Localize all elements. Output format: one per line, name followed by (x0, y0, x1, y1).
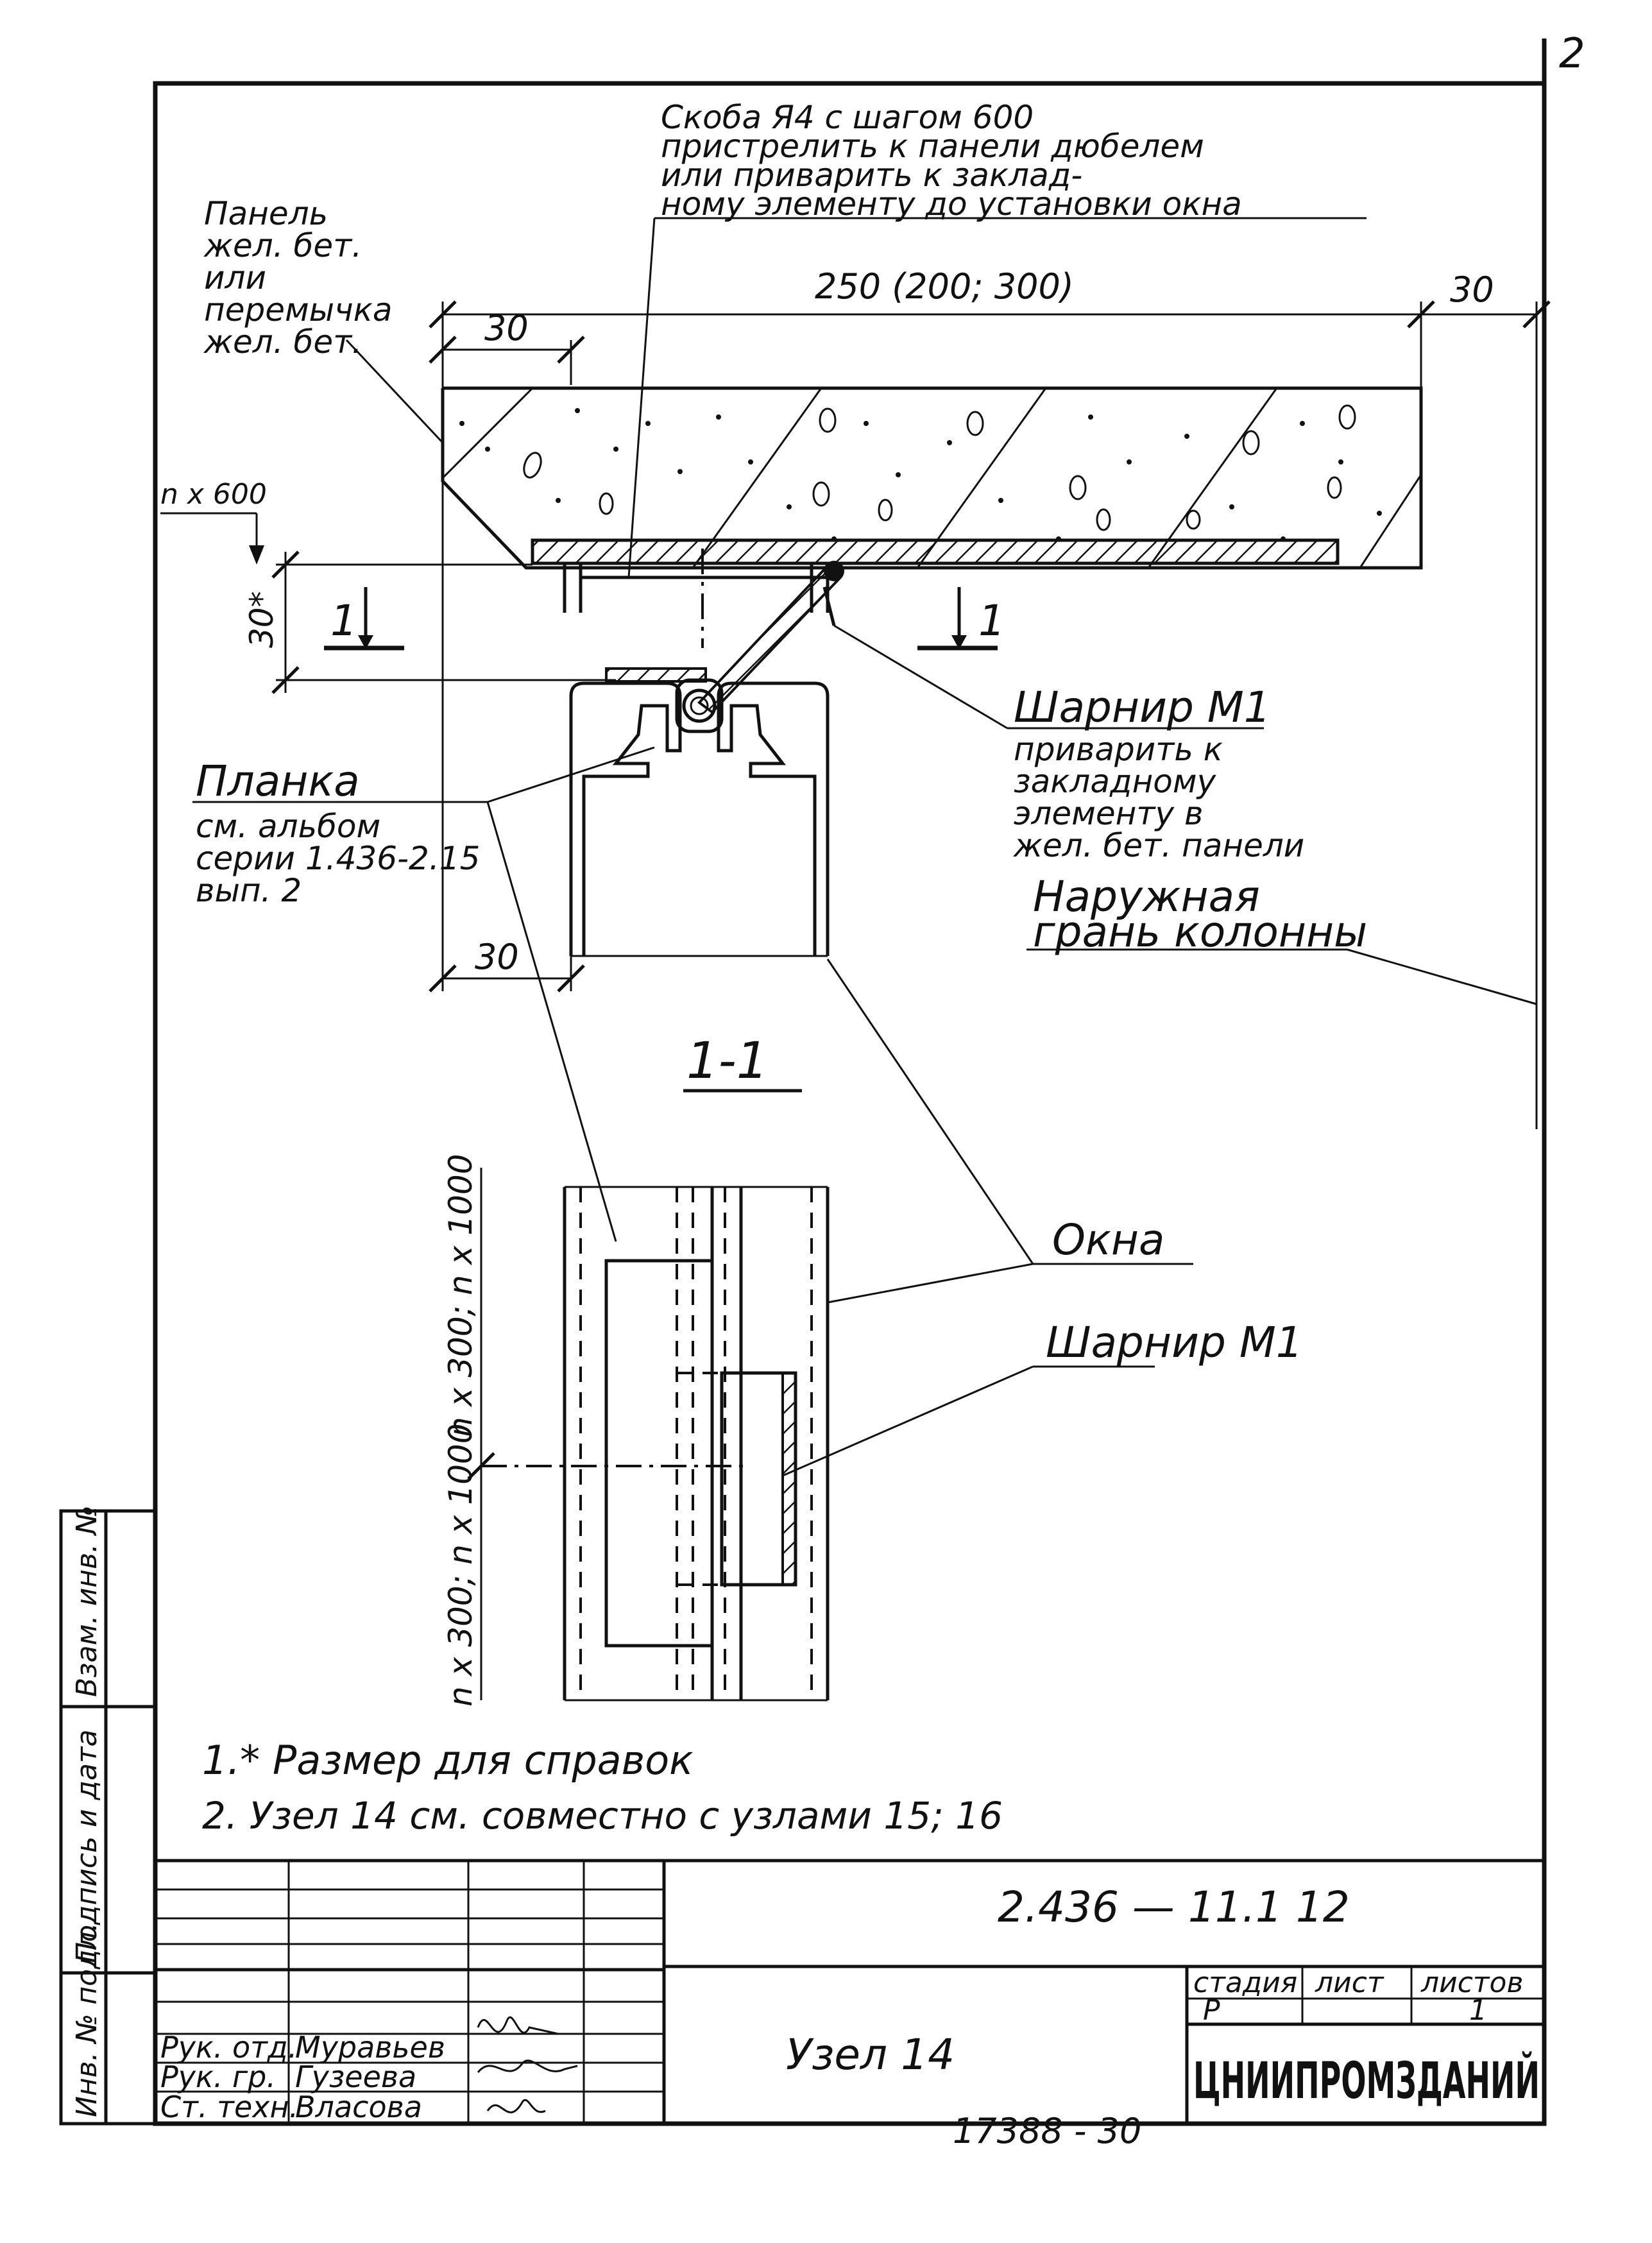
dim-right-30: 30 (1450, 269, 1494, 310)
hinge-note: приварить к закладному элементу в жел. б… (1013, 731, 1304, 864)
value-stage: Р (1203, 1994, 1220, 2027)
panel-label-line-1: Панель (204, 195, 328, 232)
side-stamp-inv: Инв. № подл. (71, 1922, 103, 2117)
signature-marks (477, 2016, 578, 2113)
dim-left-bottom-30: 30 (475, 937, 519, 977)
header-sheet: лист (1315, 1966, 1384, 1999)
panel-label: Панель жел. бет. или перемычка жел. бет. (203, 195, 402, 361)
hinge-top-label: Шарнир М1 (1014, 683, 1271, 732)
dim-width-main: 250 (200; 300) (815, 266, 1074, 307)
hinge-note-line-2: закладному (1014, 763, 1217, 800)
title-block (155, 1859, 1544, 2124)
column-face-line-1: Наружная (1033, 872, 1260, 921)
side-stamp-sign: Подпись и дата (71, 1730, 103, 1963)
side-stamp-replace: Взам. инв. № (71, 1505, 103, 1697)
staff-role-2: Рук. гр. (160, 2060, 276, 2094)
cut-mark-right: 1 (978, 596, 1005, 645)
window-plan-view (467, 1168, 830, 1701)
drawing-title: Узел 14 (786, 2030, 955, 2079)
staff-name-2: Гузеева (295, 2060, 416, 2094)
hinge-note-line-1: приварить к (1014, 731, 1223, 768)
value-sheets: 1 (1469, 1994, 1487, 2027)
dim-vert-upper: n x 300; n x 1000 (442, 1154, 479, 1437)
bracket-note-line-2: пристрелить к панели дюбелем (661, 128, 1204, 165)
section-label: 1-1 (686, 1032, 768, 1090)
dim-vert-lower: n x 300; n x 1000 (442, 1423, 479, 1707)
header-sheets: листов (1420, 1966, 1523, 1999)
hinge-note-line-3: элементу в (1014, 795, 1203, 832)
bracket (563, 561, 830, 613)
org-name: ЦНИИПРОМЗДАНИЙ (1193, 2051, 1540, 2110)
column-face-line-2: грань колонны (1033, 907, 1367, 957)
column-face-label: Наружная грань колонны (1033, 872, 1367, 957)
panel-label-line-2: жел. бет. (203, 227, 362, 264)
embedded-plate (531, 538, 1340, 565)
window-profile (569, 667, 830, 956)
staff-role-3: Ст. техн. (160, 2090, 298, 2124)
hinge-note-line-4: жел. бет. панели (1013, 827, 1304, 864)
plank-note-line-1: см. альбом (196, 808, 380, 845)
plank-note-line-3: вып. 2 (196, 872, 302, 909)
section-cut-marks (324, 587, 998, 651)
note-1: 1.* Размер для справок (202, 1737, 694, 1784)
panel-label-line-4: перемычка (204, 291, 393, 328)
staff-name-1: Муравьев (295, 2030, 445, 2065)
dimension-lines (160, 300, 1551, 1129)
plank-note-line-2: серии 1.436-2.15 (196, 840, 480, 877)
sheet-frame (153, 38, 1547, 2126)
header-stage: стадия (1193, 1966, 1297, 1999)
doc-code: 2.436 — 11.1 12 (998, 1882, 1350, 1932)
side-stamp (59, 1509, 157, 2126)
plank-label: Планка (196, 756, 360, 806)
dim-left-top-30: 30 (484, 308, 529, 348)
staff-name-3: Власова (295, 2090, 422, 2124)
bracket-note-line-4: ному элементу до установки окна (661, 185, 1242, 223)
dim-step: n x 600 (160, 478, 267, 511)
plank-note: см. альбом серии 1.436-2.15 вып. 2 (196, 808, 490, 909)
hinge-bottom-label: Шарнир М1 (1046, 1318, 1303, 1367)
leader-lines (192, 217, 1537, 1477)
staff-role-1: Рук. отд. (160, 2030, 297, 2065)
bracket-note-line-3: или приварить к заклад- (661, 157, 1082, 194)
window-label: Окна (1052, 1215, 1164, 1265)
bottom-number: 17388 - 30 (953, 2111, 1141, 2151)
sheet-corner-number: 2 (1559, 30, 1585, 78)
panel-label-line-3: или (204, 259, 266, 296)
cut-mark-left: 1 (330, 596, 357, 645)
bracket-note-line-1: Скоба Я4 с шагом 600 (661, 99, 1034, 136)
bracket-note: Скоба Я4 с шагом 600 пристрелить к панел… (661, 99, 1242, 223)
note-2: 2. Узел 14 см. совместно с узлами 15; 16 (202, 1794, 1003, 1838)
panel-label-line-5: жел. бет. (203, 323, 362, 361)
dim-gap: 30* (243, 591, 280, 648)
